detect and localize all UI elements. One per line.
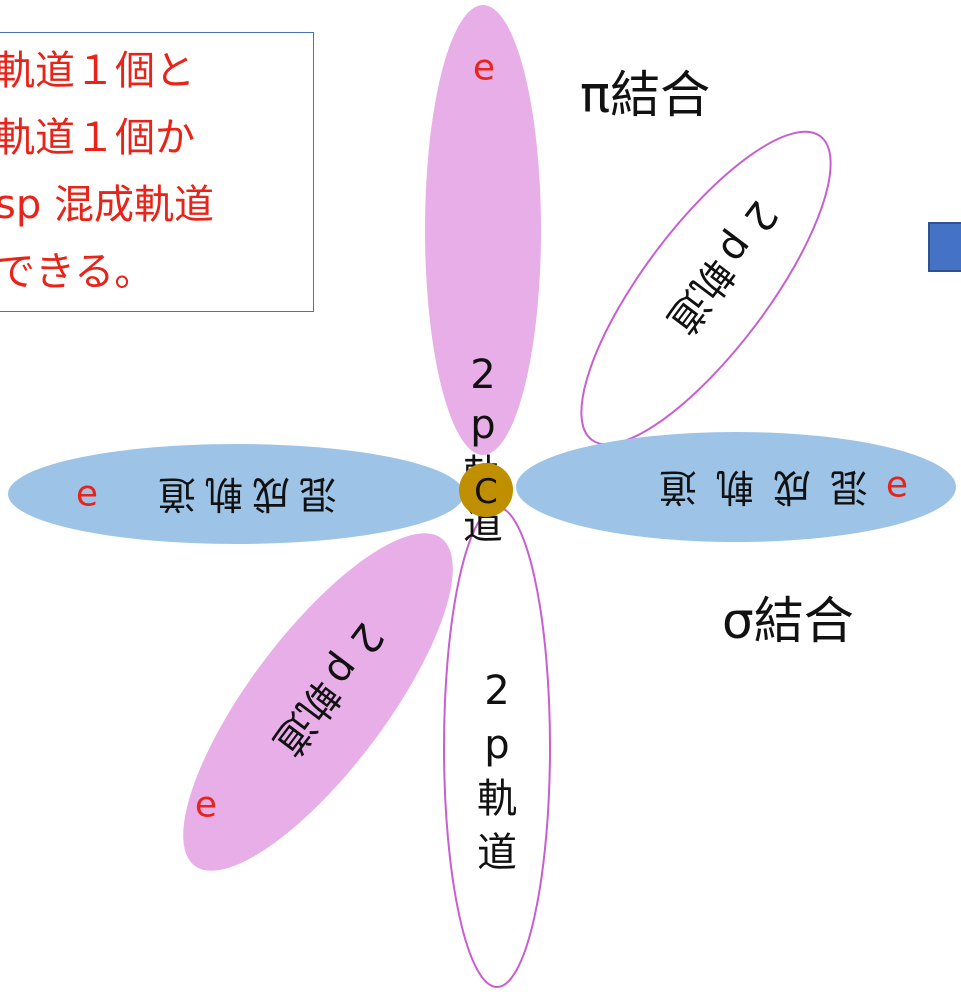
electron-label: e xyxy=(195,785,217,826)
orbital-lobe-left-blue: 混成軌道 e xyxy=(8,444,464,544)
orbital-lobe-bottom-outline: 2 p軌道 xyxy=(443,506,551,988)
lobe-label-char: p xyxy=(484,722,509,768)
lobe-shape xyxy=(580,130,832,446)
note-line-3: sp 混成軌道 xyxy=(0,182,214,228)
sigma-bond-label: σ結合 xyxy=(722,592,854,650)
electron-label: e xyxy=(76,474,98,515)
lobe-label-char: 軌 xyxy=(205,472,243,516)
carbon-label: C xyxy=(474,472,498,512)
note-line-4: できる。 xyxy=(0,249,155,295)
lobe-label-char: 軌 xyxy=(716,465,754,509)
lobe-label-char: 2 xyxy=(470,352,495,398)
lobe-shape xyxy=(425,5,541,455)
explanation-note-box: 軌道１個と 軌道１個か sp 混成軌道 できる。 xyxy=(0,32,314,312)
note-line-2: 軌道１個か xyxy=(0,115,195,161)
orbital-lobe-right-blue: 混成軌道 e xyxy=(516,432,956,542)
lobe-label-char: 2 xyxy=(484,668,509,714)
pi-bond-label: π結合 xyxy=(580,66,711,124)
lobe-label-char: 道 xyxy=(659,465,697,509)
carbon-nucleus xyxy=(459,463,513,517)
lobe-shape xyxy=(516,432,956,542)
lobe-label-char: 道 xyxy=(477,830,517,876)
lobe-shape xyxy=(8,444,464,544)
electron-label: e xyxy=(886,465,908,506)
lobe-label-char: 成 xyxy=(773,465,811,509)
electron-label: e xyxy=(473,48,495,89)
lobe-label-char: 道 xyxy=(158,472,196,516)
arrow-square-shape xyxy=(928,222,961,272)
lobe-label-char: 軌 xyxy=(477,776,517,822)
lobe-shape xyxy=(183,533,453,871)
note-line-1: 軌道１個と xyxy=(0,48,195,94)
lobe-label-char: p xyxy=(470,402,495,448)
lobe-label-char: 混 xyxy=(830,465,868,509)
lobe-label-char: 混 xyxy=(299,472,337,516)
lobe-label-char: 成 xyxy=(252,472,290,516)
